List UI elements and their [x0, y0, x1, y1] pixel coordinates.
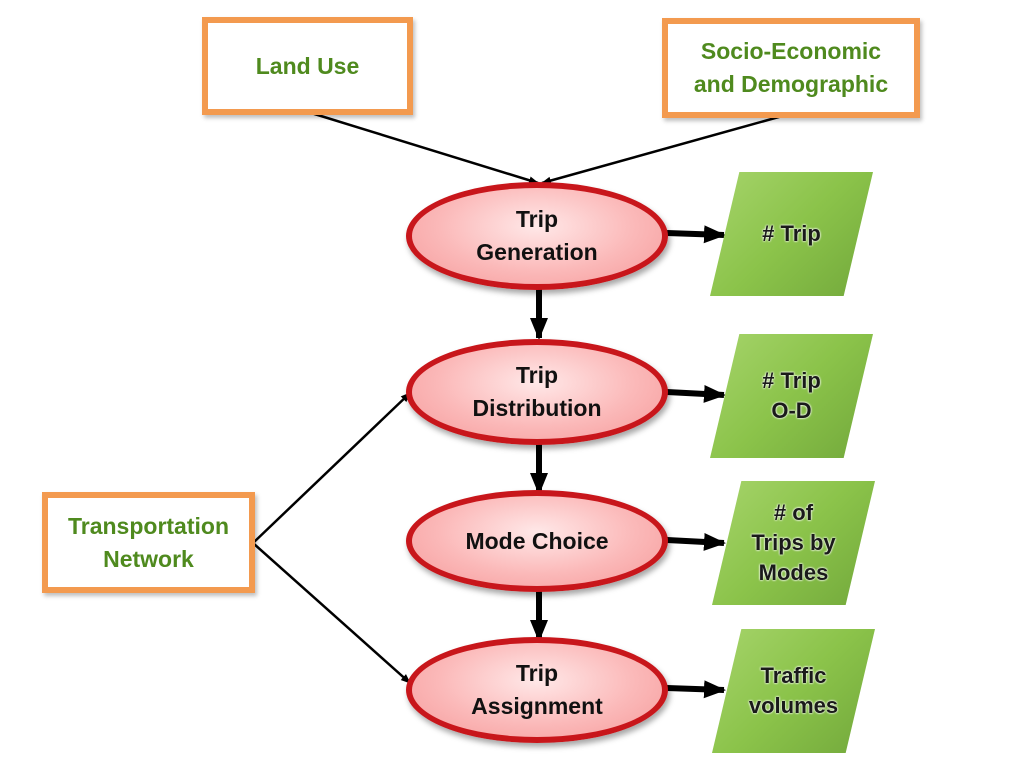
trip-od-label: # Trip O-D [762, 368, 821, 423]
mode-choice-stage: Mode Choice [406, 490, 668, 592]
socio-economic-box: Socio-Economic and Demographic [662, 18, 920, 118]
arrow-distribution-to-output [666, 384, 726, 403]
trip-count-label: # Trip [762, 221, 821, 246]
mode-choice-label: Mode Choice [465, 527, 609, 554]
land-use-box: Land Use [202, 17, 413, 115]
transportation-network-box: Transportation Network [42, 492, 255, 593]
trip-distribution-stage: Trip Distribution [406, 339, 668, 445]
land-use-label: Land Use [255, 52, 360, 79]
arrow-network-to-trip-assignment [252, 542, 411, 684]
trip-od-output: # Trip O-D [710, 334, 873, 458]
traffic-volumes-output: Traffic volumes [712, 629, 875, 753]
trip-count-output: # Trip [710, 172, 873, 296]
arrow-assignment-to-output [666, 680, 726, 699]
trip-assignment-stage: Trip Assignment [406, 637, 668, 743]
arrow-mode-choice-to-output [666, 532, 726, 551]
arrow-network-to-trip-distribution [252, 392, 411, 544]
trip-generation-label: Trip Generation [476, 206, 598, 265]
trips-by-modes-label: # of Trips by Modes [751, 500, 836, 585]
socio-economic-label: Socio-Economic and Demographic [693, 38, 889, 97]
traffic-volumes-label: Traffic volumes [748, 663, 839, 718]
trip-generation-stage: Trip Generation [406, 182, 668, 290]
transportation-network-label: Transportation Network [67, 512, 229, 572]
arrow-generation-to-output [666, 225, 726, 244]
trip-distribution-label: Trip Distribution [472, 362, 602, 421]
trip-assignment-label: Trip Assignment [471, 660, 603, 719]
trips-by-modes-output: # of Trips by Modes [712, 481, 875, 605]
arrow-socio-economic-to-trip-generation [541, 111, 794, 185]
arrow-land-use-to-trip-generation [307, 110, 539, 185]
